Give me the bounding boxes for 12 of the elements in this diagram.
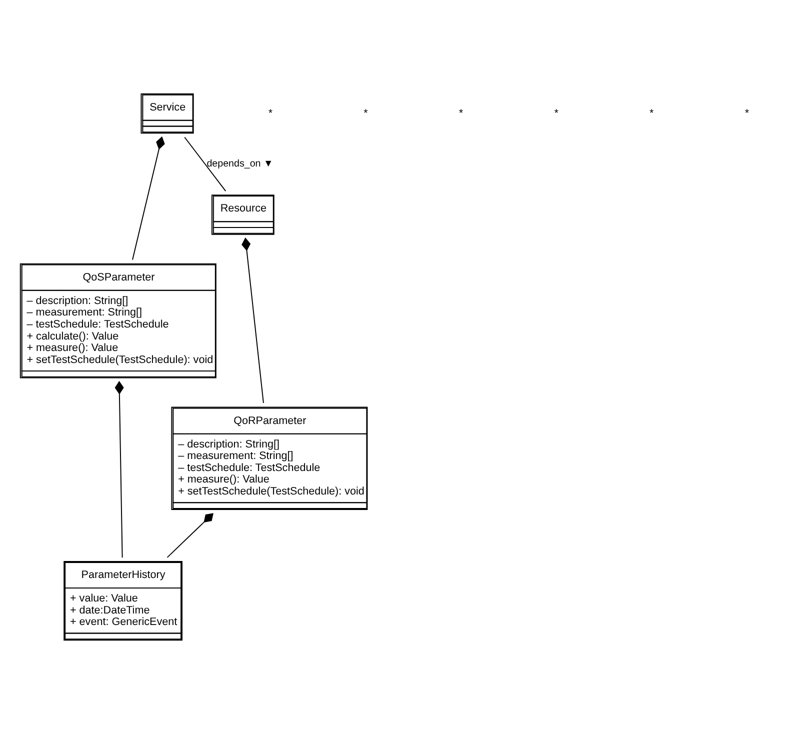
label: * (744, 106, 750, 119)
edge-label: depends_on ▼ (206, 158, 274, 170)
connector (184, 136, 226, 192)
connector (242, 237, 264, 403)
connector (166, 512, 214, 558)
label: * (364, 106, 368, 119)
label: * (554, 106, 558, 119)
connector (132, 136, 165, 260)
connector (114, 380, 124, 558)
label: * (268, 106, 273, 119)
label: * (650, 106, 654, 119)
label: * (458, 106, 464, 119)
